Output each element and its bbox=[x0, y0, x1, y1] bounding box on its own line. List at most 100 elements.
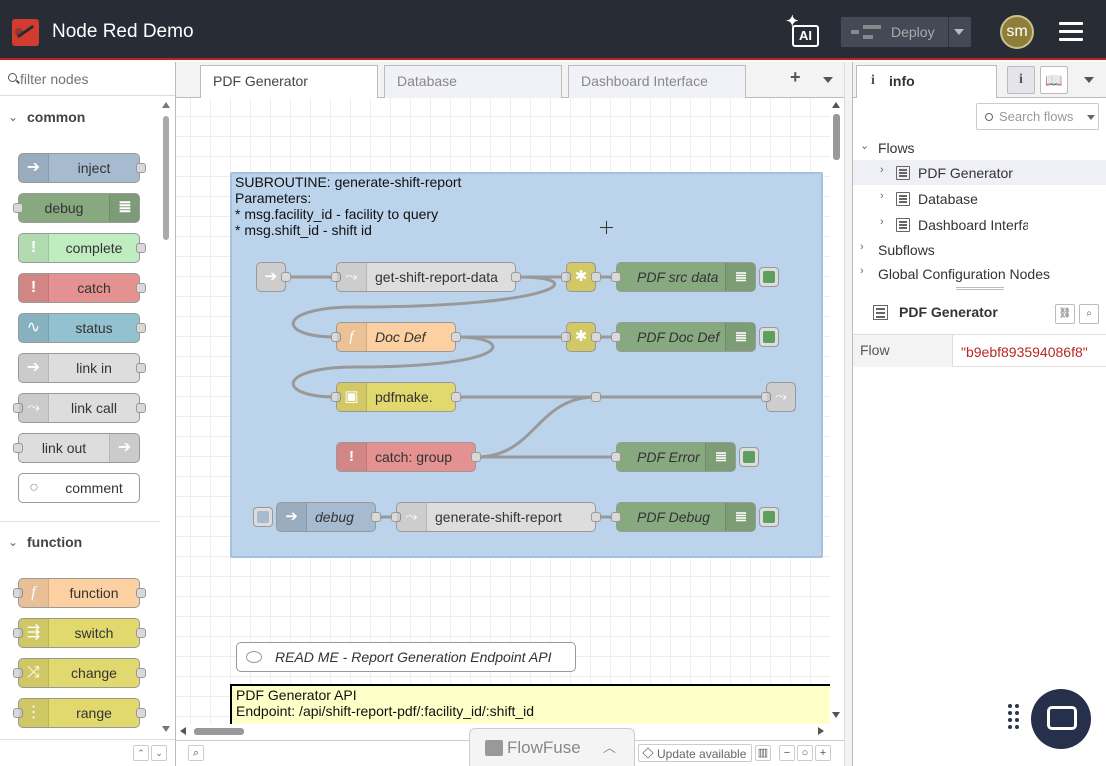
chat-support-button[interactable] bbox=[1031, 689, 1091, 749]
link-call-node[interactable]: ⤳ generate-shift-report bbox=[396, 502, 596, 532]
map-icon[interactable]: ▥ bbox=[755, 745, 771, 761]
tab-info[interactable]: i info bbox=[856, 65, 997, 98]
debug-toggle-node[interactable]: ✱ bbox=[566, 322, 596, 352]
tab-database[interactable]: Database bbox=[384, 65, 562, 98]
zoom-reset-button[interactable]: ○ bbox=[797, 745, 813, 761]
palette-node-link-in[interactable]: ➔ link in bbox=[18, 353, 140, 383]
tab-pdf-generator[interactable]: PDF Generator bbox=[200, 65, 378, 99]
debug-node-pdf-src-data[interactable]: PDF src data ≣ bbox=[616, 262, 756, 292]
category-function[interactable]: ⌄ function bbox=[0, 527, 160, 557]
avatar[interactable]: sm bbox=[1000, 15, 1034, 49]
book-icon[interactable]: 📖 bbox=[1040, 66, 1068, 94]
api-comment-line: PDF Generator API bbox=[236, 687, 357, 703]
palette-node-change[interactable]: ⤨ change bbox=[18, 658, 140, 688]
search-icon[interactable]: ⌕ bbox=[1079, 304, 1099, 324]
tab-dashboard-interface[interactable]: Dashboard Interface bbox=[568, 65, 746, 98]
palette-node-catch[interactable]: ! catch bbox=[18, 273, 140, 303]
search-icon bbox=[8, 73, 17, 82]
tree-item-subflows[interactable]: › Subflows bbox=[853, 237, 1106, 262]
function-icon: f bbox=[19, 579, 49, 607]
chevron-down-icon[interactable] bbox=[1087, 115, 1095, 120]
chevron-right-icon: › bbox=[880, 164, 884, 176]
sidebar-resize-handle[interactable] bbox=[844, 62, 852, 766]
collapse-all-button[interactable]: ⌃ bbox=[133, 745, 149, 761]
flow-icon bbox=[896, 192, 910, 206]
search-icon[interactable]: ⌕ bbox=[188, 745, 204, 761]
search-flows-input[interactable]: Search flows bbox=[976, 103, 1099, 130]
deploy-label: Deploy bbox=[891, 24, 935, 40]
update-available-button[interactable]: Update available bbox=[638, 744, 752, 762]
link-in-node[interactable]: ➔ bbox=[256, 262, 286, 292]
chevron-down-icon[interactable] bbox=[954, 29, 964, 35]
tree-item-pdf-generator[interactable]: › PDF Generator bbox=[853, 160, 1106, 185]
inject-icon: ➔ bbox=[19, 154, 49, 182]
function-node-doc-def[interactable]: f Doc Def bbox=[336, 322, 456, 352]
debug-toggle-button[interactable] bbox=[759, 507, 779, 527]
flow-icon bbox=[896, 166, 910, 180]
panel-splitter[interactable] bbox=[956, 287, 1004, 290]
tree-item-dashboard-interface[interactable]: › Dashboard Interface bbox=[853, 212, 1106, 237]
link-return-node[interactable]: ⤳ bbox=[766, 382, 796, 412]
category-common[interactable]: ⌄ common bbox=[0, 102, 160, 132]
hamburger-menu-icon[interactable] bbox=[1059, 22, 1083, 42]
search-icon bbox=[985, 113, 993, 121]
debug-list-icon: ≣ bbox=[725, 263, 755, 291]
palette-node-complete[interactable]: ! complete bbox=[18, 233, 140, 263]
palette-node-switch[interactable]: ⇶ switch bbox=[18, 618, 140, 648]
header-bar: Node Red Demo ✦ AI Deploy sm bbox=[0, 0, 1106, 60]
wire-junction[interactable] bbox=[591, 392, 601, 402]
deploy-icon bbox=[851, 25, 881, 39]
palette-node-link-call[interactable]: ⤳ link call bbox=[18, 393, 140, 423]
debug-list-icon: ≣ bbox=[705, 443, 735, 471]
link-call-icon: ⤳ bbox=[19, 394, 49, 422]
inject-trigger-button[interactable] bbox=[253, 507, 273, 527]
canvas-vertical-scrollbar[interactable] bbox=[830, 98, 844, 724]
tree-item-global-config[interactable]: › Global Configuration Nodes bbox=[853, 261, 1106, 286]
chevron-right-icon: › bbox=[880, 216, 884, 228]
debug-toggle-button[interactable] bbox=[759, 267, 779, 287]
palette-node-inject[interactable]: ➔ inject bbox=[18, 153, 140, 183]
catch-node-group[interactable]: ! catch: group bbox=[336, 442, 476, 472]
chevron-up-icon: ︿ bbox=[603, 737, 616, 756]
palette-node-status[interactable]: ∿ status bbox=[18, 313, 140, 343]
palette-node-debug[interactable]: debug ≣ bbox=[18, 193, 140, 223]
link-icon[interactable]: ⛓ bbox=[1055, 304, 1075, 324]
pdfmake-node[interactable]: ▣ pdfmake. bbox=[336, 382, 456, 412]
debug-toggle-node[interactable]: ✱ bbox=[566, 262, 596, 292]
palette-scrollbar[interactable] bbox=[162, 102, 172, 732]
info-icon[interactable]: i bbox=[1007, 66, 1035, 94]
tree-item-database[interactable]: › Database bbox=[853, 186, 1106, 211]
ai-icon: AI bbox=[792, 25, 819, 47]
chevron-right-icon: › bbox=[860, 241, 864, 253]
palette-node-link-out[interactable]: link out ➔ bbox=[18, 433, 140, 463]
zoom-out-button[interactable]: − bbox=[779, 745, 795, 761]
inject-node-debug[interactable]: ➔ debug bbox=[276, 502, 376, 532]
tree-item-flows[interactable]: ⌄ Flows bbox=[853, 135, 1106, 160]
palette-node-range[interactable]: ⋮ range bbox=[18, 698, 140, 728]
debug-node-pdf-doc-def[interactable]: PDF Doc Def ≣ bbox=[616, 322, 756, 352]
switch-icon: ⇶ bbox=[19, 619, 49, 647]
add-tab-button[interactable]: + bbox=[790, 67, 801, 88]
chevron-down-icon[interactable] bbox=[823, 77, 833, 83]
chevron-down-icon[interactable] bbox=[1084, 77, 1094, 83]
debug-toggle-button[interactable] bbox=[739, 447, 759, 467]
debug-toggle-button[interactable] bbox=[759, 327, 779, 347]
flow-icon bbox=[896, 218, 910, 232]
palette-node-comment[interactable]: ○ comment bbox=[18, 473, 140, 503]
deploy-button[interactable]: Deploy bbox=[841, 17, 971, 47]
flowfuse-brand-tab[interactable]: FlowFuse ︿ bbox=[469, 728, 635, 766]
palette-node-function[interactable]: f function bbox=[18, 578, 140, 608]
link-call-node[interactable]: ⤳ get-shift-report-data bbox=[336, 262, 516, 292]
ai-assistant-button[interactable]: ✦ AI bbox=[786, 15, 820, 47]
debug-node-pdf-error[interactable]: PDF Error ≣ bbox=[616, 442, 736, 472]
drag-handle-icon[interactable] bbox=[1008, 704, 1022, 734]
filter-nodes-input[interactable] bbox=[20, 70, 160, 88]
info-icon: i bbox=[871, 73, 875, 89]
chevron-right-icon: › bbox=[880, 190, 884, 202]
workspace-tabs: PDF Generator Database Dashboard Interfa… bbox=[176, 62, 844, 98]
expand-all-button[interactable]: ⌄ bbox=[151, 745, 167, 761]
debug-node-pdf-debug[interactable]: PDF Debug ≣ bbox=[616, 502, 756, 532]
readme-comment-node[interactable]: READ ME - Report Generation Endpoint API bbox=[236, 642, 576, 672]
zoom-in-button[interactable]: + bbox=[815, 745, 831, 761]
inject-icon: ➔ bbox=[277, 503, 307, 531]
